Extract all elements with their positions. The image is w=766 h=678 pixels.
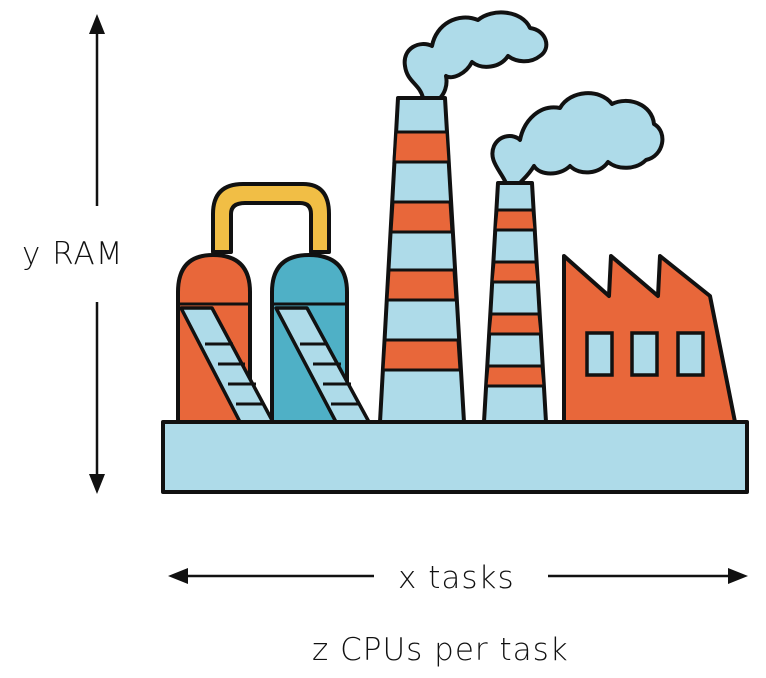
factory-window-2 [630, 331, 659, 377]
x-axis-label: x tasks [398, 560, 515, 596]
x-axis-arrow [168, 568, 748, 584]
tall-chimney [378, 96, 466, 424]
factory-building [562, 254, 737, 424]
y-axis-label: y RAM [22, 236, 124, 272]
short-chimney-smoke [490, 91, 665, 185]
factory-base [161, 420, 749, 494]
factory-window-3 [676, 331, 705, 377]
y-axis-arrow [89, 14, 105, 494]
tall-chimney-smoke [402, 10, 549, 100]
factory-window-1 [585, 331, 614, 377]
short-chimney [482, 181, 548, 424]
connector-pipe [211, 182, 331, 254]
factory-icon [161, 10, 749, 494]
z-caption: z CPUs per task [312, 632, 569, 668]
